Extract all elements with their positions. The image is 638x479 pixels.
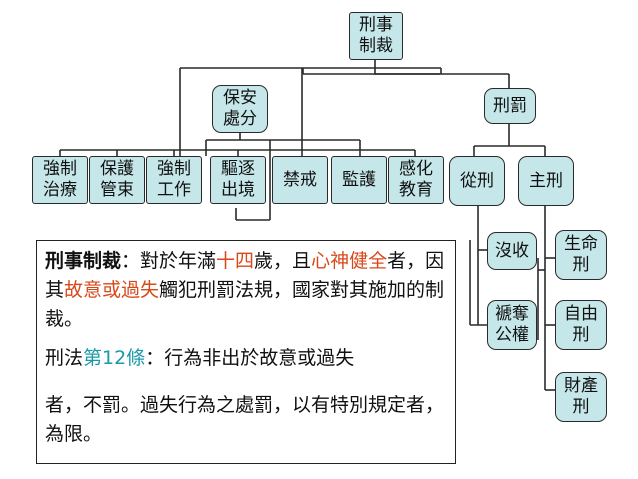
item-imprisonment: 自由 刑 (555, 300, 607, 350)
node-penalty: 刑罰 (484, 88, 536, 124)
definition-paragraph: 刑事制裁：對於年滿十四歲，且心神健全者，因其故意或過失觸犯刑罰法規，國家對其施加… (45, 250, 445, 330)
measure-compulsory-treatment: 強制 治療 (32, 156, 88, 204)
definition-term: 刑事制裁 (45, 250, 122, 272)
item-fine: 財產 刑 (555, 372, 607, 422)
node-principal-penalty: 主刑 (518, 156, 574, 206)
measure-reform-education: 感化 教育 (388, 156, 444, 204)
item-confiscation: 沒收 (487, 232, 537, 270)
item-deprivation-of-rights: 褫奪 公權 (487, 300, 537, 350)
node-accessory-penalty: 從刑 (449, 156, 505, 206)
age-highlight: 十四 (216, 250, 255, 272)
law-article-paragraph: 刑法第12條：行為非出於故意或過失 (45, 347, 355, 369)
measure-probation: 保護 管束 (89, 156, 145, 204)
article-number: 第12條 (83, 347, 146, 369)
measure-abstinence: 禁戒 (272, 156, 328, 204)
sound-mind-highlight: 心神健全 (311, 250, 388, 272)
node-criminal-sanction: 刑事 制裁 (349, 12, 403, 60)
measure-guardianship: 監護 (331, 156, 387, 204)
intent-negligence-highlight: 故意或過失 (64, 279, 160, 301)
law-article-continuation: 者，不罰。過失行為之處罰，以有特別規定者，為限。 (45, 394, 445, 445)
item-death-penalty: 生命 刑 (555, 230, 607, 280)
measure-deportation: 驅逐 出境 (210, 156, 266, 204)
definition-box: 刑事制裁：對於年滿十四歲，且心神健全者，因其故意或過失觸犯刑罰法規，國家對其施加… (36, 240, 456, 464)
measure-compulsory-work: 強制 工作 (146, 156, 202, 204)
node-security-measures: 保安 處分 (212, 85, 268, 133)
